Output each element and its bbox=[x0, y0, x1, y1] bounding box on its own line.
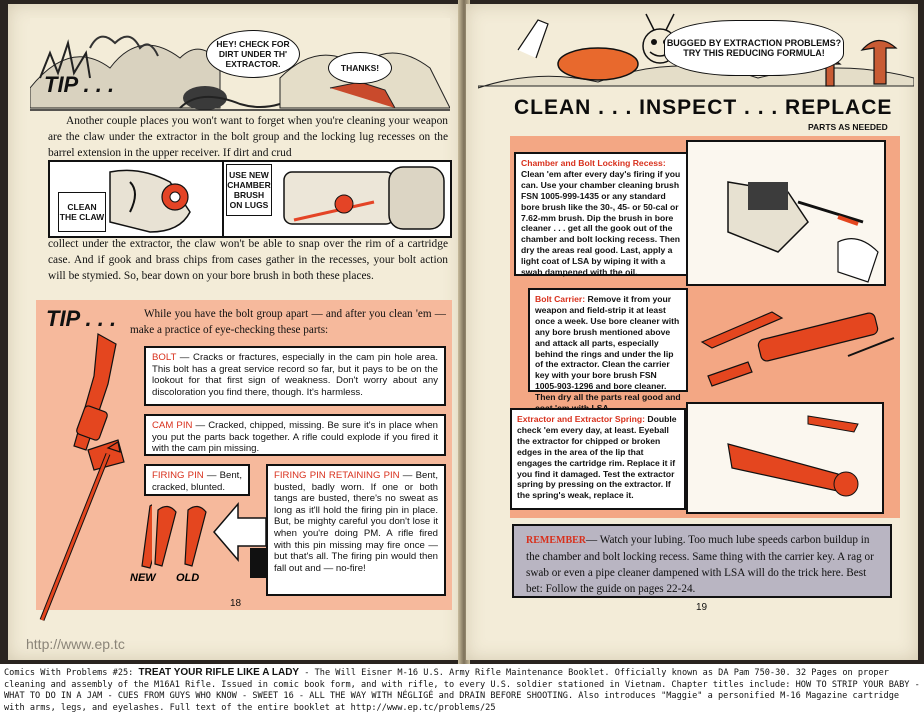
old-label: OLD bbox=[176, 572, 200, 584]
bolt-parts-drawing bbox=[39, 333, 152, 621]
section-extractor-spring: Extractor and Extractor Spring: Double c… bbox=[510, 408, 686, 510]
retaining-pin-label: FIRING PIN RETAINING PIN bbox=[274, 470, 400, 481]
firing-pin-label: FIRING PIN bbox=[152, 470, 204, 481]
retaining-pin-text: — Bent, busted, badly worn. If one or bo… bbox=[274, 470, 438, 574]
section-2-text: Remove it from your weapon and field-str… bbox=[535, 294, 681, 413]
caption-text: - The Will Eisner M-16 U.S. Army Rifle M… bbox=[4, 668, 920, 714]
pointer-arrow-icon bbox=[213, 501, 266, 578]
caption-prefix: Comics With Problems #25: bbox=[4, 668, 139, 678]
section-bolt-carrier: Bolt Carrier: Remove it from your weapon… bbox=[528, 288, 688, 413]
chamber-brush-illustration bbox=[686, 140, 886, 286]
cam-pin-label: CAM PIN bbox=[152, 420, 193, 431]
remember-box: REMEMBER— Watch your lubing. Too much lu… bbox=[512, 524, 892, 598]
speech-bubble-check-dirt: HEY! CHECK FOR DIRT UNDER TH' EXTRACTOR. bbox=[206, 30, 300, 78]
bolt-text: — Cracks or fractures, especially in the… bbox=[152, 352, 438, 398]
intro-paragraph: Another couple places you won't want to … bbox=[48, 115, 448, 159]
tip-heading-2: TIP . . . bbox=[46, 306, 117, 331]
cam-pin-text: — Cracked, chipped, missing. Be sure it'… bbox=[152, 420, 438, 455]
tip-heading-1: TIP . . . bbox=[44, 72, 115, 97]
image-caption: Comics With Problems #25: TREAT YOUR RIF… bbox=[4, 667, 920, 715]
tip-2-paragraph: While you have the bolt group apart — an… bbox=[130, 308, 446, 336]
remember-text: — Watch your lubing. Too much lube speed… bbox=[526, 534, 874, 595]
section-3-title: Extractor and Extractor Spring: bbox=[517, 414, 645, 424]
section-1-text: Clean 'em after every day's firing if yo… bbox=[521, 168, 681, 278]
retaining-pins-drawing bbox=[154, 505, 207, 567]
section-1-title: Chamber and Bolt Locking Recess: bbox=[521, 158, 666, 168]
watermark-url: http://www.ep.tc bbox=[26, 636, 125, 652]
remember-label: REMEMBER bbox=[526, 535, 586, 546]
page-number-right: 19 bbox=[696, 602, 708, 613]
barrel-extension-drawing bbox=[224, 162, 450, 236]
label-clean-the-claw: CLEAN THE CLAW bbox=[58, 192, 106, 232]
speech-bubble-reducing-formula: BUGGED BY EXTRACTION PROBLEMS? TRY THIS … bbox=[664, 20, 844, 76]
section-chamber-bolt-recess: Chamber and Bolt Locking Recess: Clean '… bbox=[514, 152, 688, 278]
page-subhead: PARTS AS NEEDED bbox=[808, 122, 888, 132]
inspect-box-bolt: BOLT — Cracks or fractures, especially i… bbox=[144, 346, 446, 406]
extractor-illustration bbox=[686, 402, 884, 514]
firing-pin-text: — Bent, cracked, blunted. bbox=[152, 470, 242, 493]
inspect-box-firing-pin: FIRING PIN — Bent, cracked, blunted. bbox=[144, 464, 250, 496]
section-2-title: Bolt Carrier: bbox=[535, 294, 586, 304]
page-headline: CLEAN . . . INSPECT . . . REPLACE bbox=[514, 96, 893, 119]
speech-bubble-thanks: THANKS! bbox=[328, 52, 392, 84]
page-number-left: 18 bbox=[230, 598, 242, 609]
bolt-label: BOLT bbox=[152, 352, 177, 363]
section-3-text: Double check 'em every day, at least. Ey… bbox=[517, 414, 677, 501]
body-paragraph: collect under the extractor, the claw wo… bbox=[48, 238, 448, 282]
bolt-carrier-parts-drawing bbox=[700, 311, 895, 387]
new-label: NEW bbox=[130, 572, 156, 584]
label-use-new-chamber-brush: USE NEW CHAMBER BRUSH ON LUGS bbox=[226, 164, 272, 216]
inspect-box-firing-pin-retaining-pin: FIRING PIN RETAINING PIN — Bent, busted,… bbox=[266, 464, 446, 596]
caption-title: TREAT YOUR RIFLE LIKE A LADY bbox=[138, 667, 300, 678]
inspect-box-cam-pin: CAM PIN — Cracked, chipped, missing. Be … bbox=[144, 414, 446, 456]
